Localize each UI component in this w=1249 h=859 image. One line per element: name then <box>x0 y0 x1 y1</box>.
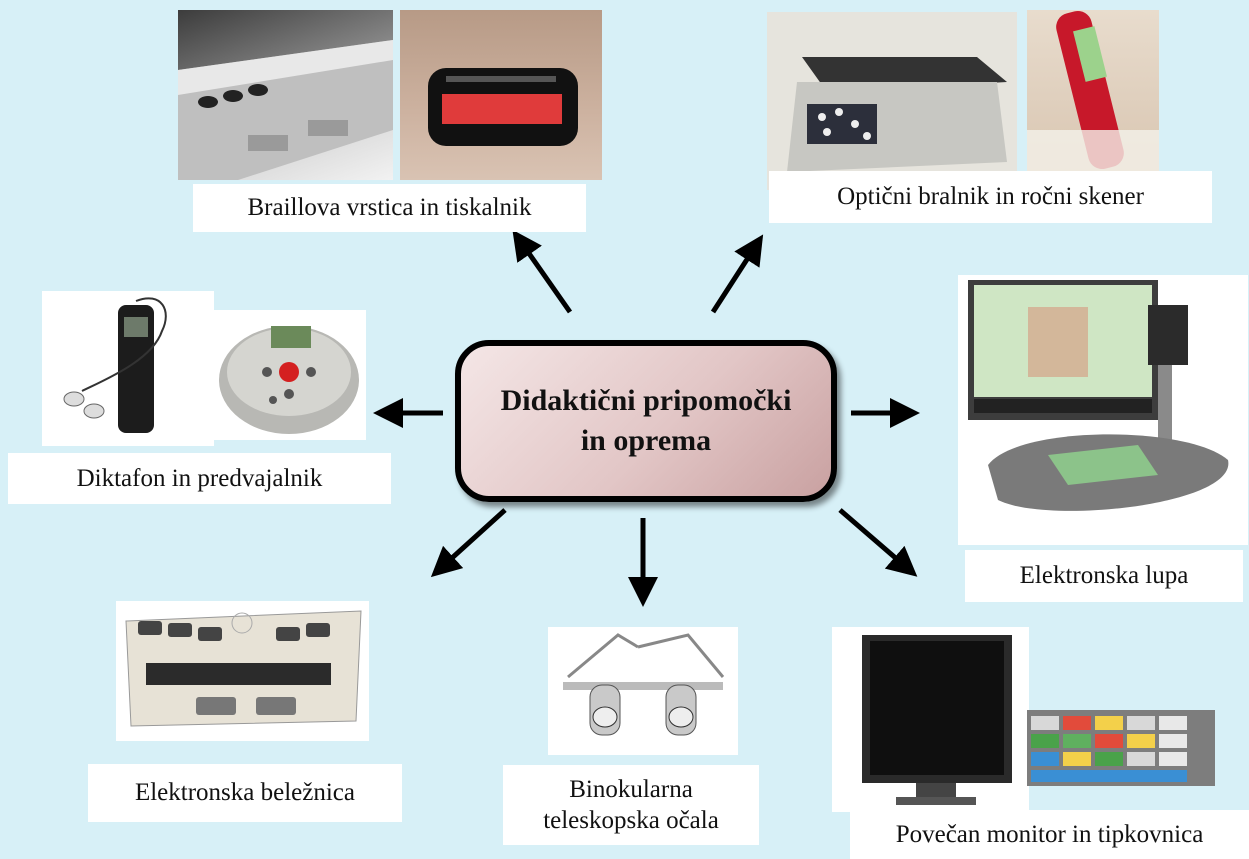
ocr-label: Optični bralnik in ročni skener <box>769 171 1212 223</box>
braille-display-photo <box>178 10 393 180</box>
dictaphone-label: Diktafon in predvajalnik <box>8 453 391 504</box>
center-node: Didaktični pripomočki in oprema <box>455 340 837 502</box>
hand-scanner-photo <box>1027 10 1159 190</box>
arrow-to-notetaker <box>430 508 507 578</box>
center-title: Didaktični pripomočki in oprema <box>500 383 792 458</box>
ocr-scanner-photo <box>767 12 1017 190</box>
telescope-glasses-photo <box>548 627 738 755</box>
telescope-label: Binokularna teleskopska očala <box>503 765 759 845</box>
monitor-label: Povečan monitor in tipkovnica <box>850 810 1249 859</box>
dictaphone-photo <box>42 291 214 446</box>
braille-printer-photo <box>400 10 602 180</box>
braille-label: Braillova vrstica in tiskalnik <box>193 184 586 232</box>
monitor-photo <box>832 627 1029 812</box>
magnifier-label: Elektronska lupa <box>965 550 1243 602</box>
magnifier-photo <box>958 275 1248 545</box>
arrow-to-braille <box>512 229 573 314</box>
arrow-to-ocr <box>710 234 764 314</box>
arrow-to-monitor <box>838 508 918 577</box>
notetaker-photo <box>116 601 369 741</box>
player-photo <box>213 310 366 440</box>
keyboard-photo <box>1027 710 1215 786</box>
notetaker-label: Elektronska beležnica <box>88 764 402 822</box>
